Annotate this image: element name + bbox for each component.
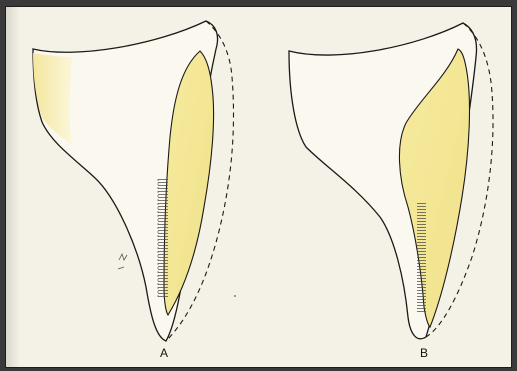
label-a: A: [160, 346, 169, 360]
tooth-a-hatching: [158, 179, 168, 297]
tooth-b-hatching: [417, 203, 426, 313]
tooth-a-pencil-mark: [118, 254, 127, 269]
tooth-diagram: [6, 7, 512, 368]
label-b: B: [420, 346, 429, 360]
figure-panel: A B: [5, 6, 512, 368]
tooth-b: [289, 23, 493, 339]
tooth-a: [33, 21, 234, 341]
speck: [234, 295, 236, 297]
